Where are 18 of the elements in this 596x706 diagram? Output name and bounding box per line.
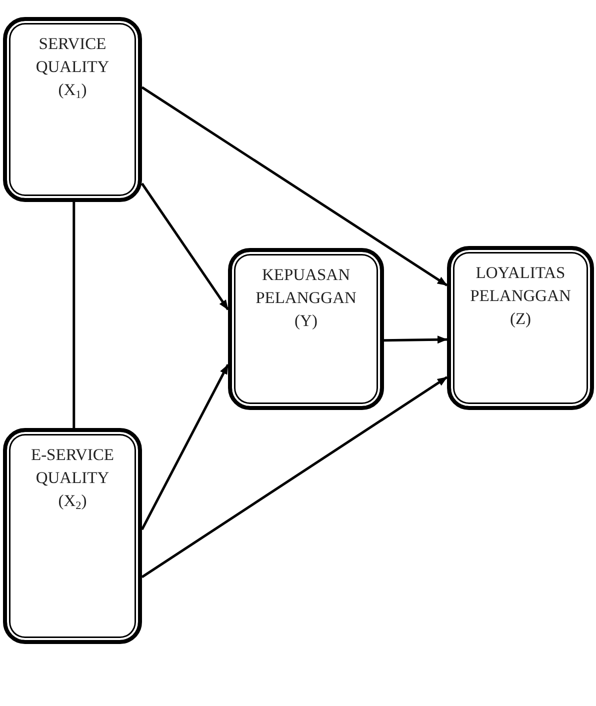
variable-symbol: (Z) [510, 308, 532, 330]
variable-name: LOYALITAS PELANGGAN [469, 262, 572, 307]
arrow [141, 376, 448, 578]
variable-name: E-SERVICE QUALITY [30, 444, 115, 489]
variable-symbol: (X$_{2}$) [58, 490, 87, 512]
arrow [384, 336, 448, 344]
arrow [140, 364, 230, 530]
connector-line [72, 202, 76, 428]
variable-name: SERVICE QUALITY [34, 33, 110, 78]
variable-box [3, 17, 142, 202]
variable-box [3, 428, 142, 644]
variable-box [228, 248, 384, 410]
variable-symbol: (Y) [294, 310, 318, 332]
variable-box [447, 246, 594, 410]
variable-symbol: (X$_{1}$) [58, 79, 87, 101]
arrow [140, 182, 230, 310]
variable-name: KEPUASAN PELANGGAN [254, 264, 358, 309]
arrow [141, 86, 448, 286]
